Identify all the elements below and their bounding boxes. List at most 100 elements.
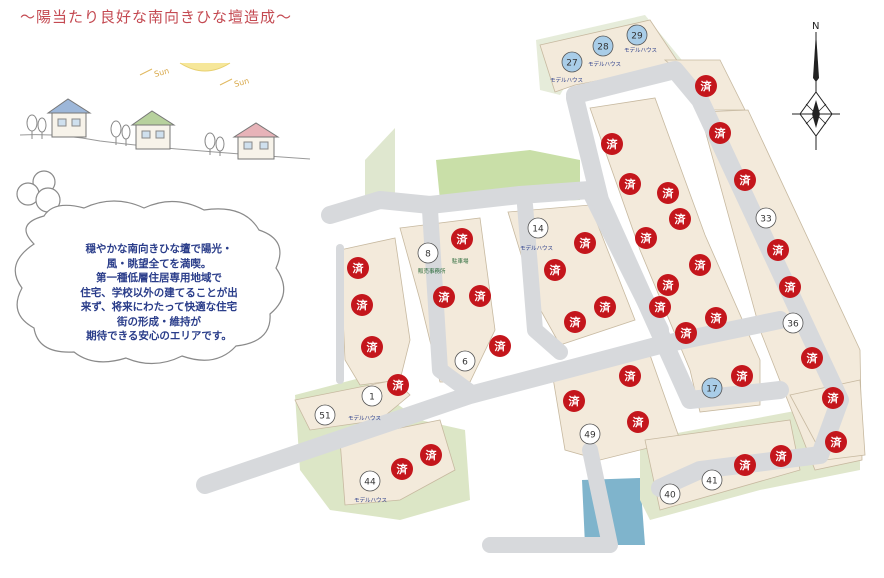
lot-number: 17: [706, 385, 717, 395]
lot-number-marker: 36: [782, 312, 804, 334]
sold-lot-marker: 済: [731, 365, 753, 387]
sold-lot-marker: 済: [822, 387, 844, 409]
sold-lot-mark: 済: [695, 258, 707, 272]
description-line: 穏やかな南向きひな壇で陽光・: [85, 243, 233, 255]
model-house-label: モデルハウス: [550, 76, 583, 84]
sold-lot-mark: 済: [580, 236, 592, 250]
lot-markers: 済済済済済済済済済済済済済済済済済済済済済済済済済済済済済済済済済済済済済済27…: [314, 24, 847, 505]
sold-lot-mark: 済: [353, 261, 365, 275]
sold-lot-marker: 済: [734, 169, 756, 191]
sold-lot-mark: 済: [740, 173, 752, 187]
description-line: 街の形成・維持が: [117, 315, 201, 328]
lot-number-marker: 49: [579, 423, 601, 445]
sold-lot-marker: 済: [825, 431, 847, 453]
sold-lot-mark: 済: [663, 186, 675, 200]
lot-number-marker: 8: [417, 242, 439, 264]
lot-number-marker: 51: [314, 404, 336, 426]
sold-lot-marker: 済: [451, 228, 473, 250]
sold-lot-mark: 済: [600, 300, 612, 314]
sold-lot-marker: 済: [705, 307, 727, 329]
lot-number: 40: [664, 491, 676, 501]
slope-area: [365, 128, 395, 195]
page-title: 〜陽当たり良好な南向きひな壇造成〜: [20, 8, 293, 26]
lot-number-marker: 33: [755, 207, 777, 229]
sold-lot-mark: 済: [776, 449, 788, 463]
description-line: 住宅、学校以外の建てることが出: [80, 286, 238, 299]
sold-lot-marker: 済: [767, 239, 789, 261]
lot-number: 27: [566, 59, 577, 69]
sun-label: Sun: [233, 76, 250, 89]
lot-number-marker: 14: [527, 217, 549, 239]
sold-lot-mark: 済: [785, 280, 797, 294]
sold-lot-mark: 済: [569, 394, 581, 408]
sold-lot-mark: 済: [701, 79, 713, 93]
sold-lot-mark: 済: [607, 137, 619, 151]
sold-lot-mark: 済: [495, 339, 507, 353]
sold-lot-marker: 済: [649, 296, 671, 318]
sold-lot-marker: 済: [695, 75, 717, 97]
lot-number: 49: [584, 431, 596, 441]
sun-label: Sun: [153, 66, 170, 79]
sold-lot-marker: 済: [347, 257, 369, 279]
lot-number-marker: 41: [701, 469, 723, 491]
sold-lot-mark: 済: [633, 415, 645, 429]
lot-number: 14: [532, 225, 544, 235]
sold-lot-marker: 済: [770, 445, 792, 467]
lot-number: 28: [597, 43, 609, 53]
sold-lot-marker: 済: [544, 259, 566, 281]
sold-lot-mark: 済: [773, 243, 785, 257]
model-house-label: モデルハウス: [354, 496, 387, 504]
sold-lot-marker: 済: [669, 208, 691, 230]
description-cloud: [14, 170, 285, 365]
sold-lot-marker: 済: [563, 390, 585, 412]
sold-lot-marker: 済: [801, 347, 823, 369]
house-icon: [130, 110, 176, 150]
description-line: 来ず、将来にわたって快適な住宅: [80, 301, 238, 313]
compass-rose-icon: N: [792, 21, 840, 150]
parking-label: 駐車場: [452, 257, 469, 265]
sold-lot-marker: 済: [779, 276, 801, 298]
lot-number-marker: 28: [592, 35, 614, 57]
lot-number: 51: [319, 412, 330, 422]
lot-number-marker: 40: [659, 483, 681, 505]
lot-number-marker: 44: [359, 470, 381, 492]
sold-lot-mark: 済: [367, 340, 379, 354]
lot-number: 33: [760, 215, 771, 225]
sold-lot-mark: 済: [828, 391, 840, 405]
sold-lot-mark: 済: [475, 289, 487, 303]
sold-lot-marker: 済: [361, 336, 383, 358]
sold-lot-mark: 済: [426, 448, 438, 462]
tree-icon: [26, 114, 225, 156]
lot-number: 36: [787, 320, 799, 330]
lot-number: 29: [631, 32, 643, 42]
sold-lot-mark: 済: [675, 212, 687, 226]
lot-number: 1: [369, 393, 375, 403]
sold-lot-mark: 済: [737, 369, 749, 383]
sold-lot-mark: 済: [625, 369, 637, 383]
sold-lot-mark: 済: [831, 435, 843, 449]
sold-lot-mark: 済: [457, 232, 469, 246]
sold-lot-mark: 済: [625, 177, 637, 191]
sold-lot-marker: 済: [657, 274, 679, 296]
lot-number-marker: 6: [454, 350, 476, 372]
compass-north-label: N: [812, 21, 819, 32]
sold-lot-marker: 済: [469, 285, 491, 307]
sold-lot-marker: 済: [627, 411, 649, 433]
description-text: 穏やかな南向きひな壇で陽光・ 風・眺望全てを満喫。 第一種低層住居専用地域で 住…: [18, 242, 300, 344]
sold-lot-marker: 済: [734, 454, 756, 476]
sold-lot-mark: 済: [663, 278, 675, 292]
lot-number-marker: 1: [361, 385, 383, 407]
sun-icon: [179, 62, 231, 72]
lot-number: 6: [462, 358, 468, 368]
sales-office-label: 販売事務所: [418, 267, 446, 275]
lot-number-marker: 29: [626, 24, 648, 46]
sold-lot-mark: 済: [655, 300, 667, 314]
sold-lot-marker: 済: [387, 374, 409, 396]
model-house-label: モデルハウス: [588, 60, 621, 68]
sold-lot-mark: 済: [641, 231, 653, 245]
sold-lot-marker: 済: [564, 311, 586, 333]
sold-lot-marker: 済: [635, 227, 657, 249]
model-house-label: モデルハウス: [624, 46, 657, 54]
lot-number-marker: 17: [701, 377, 723, 399]
